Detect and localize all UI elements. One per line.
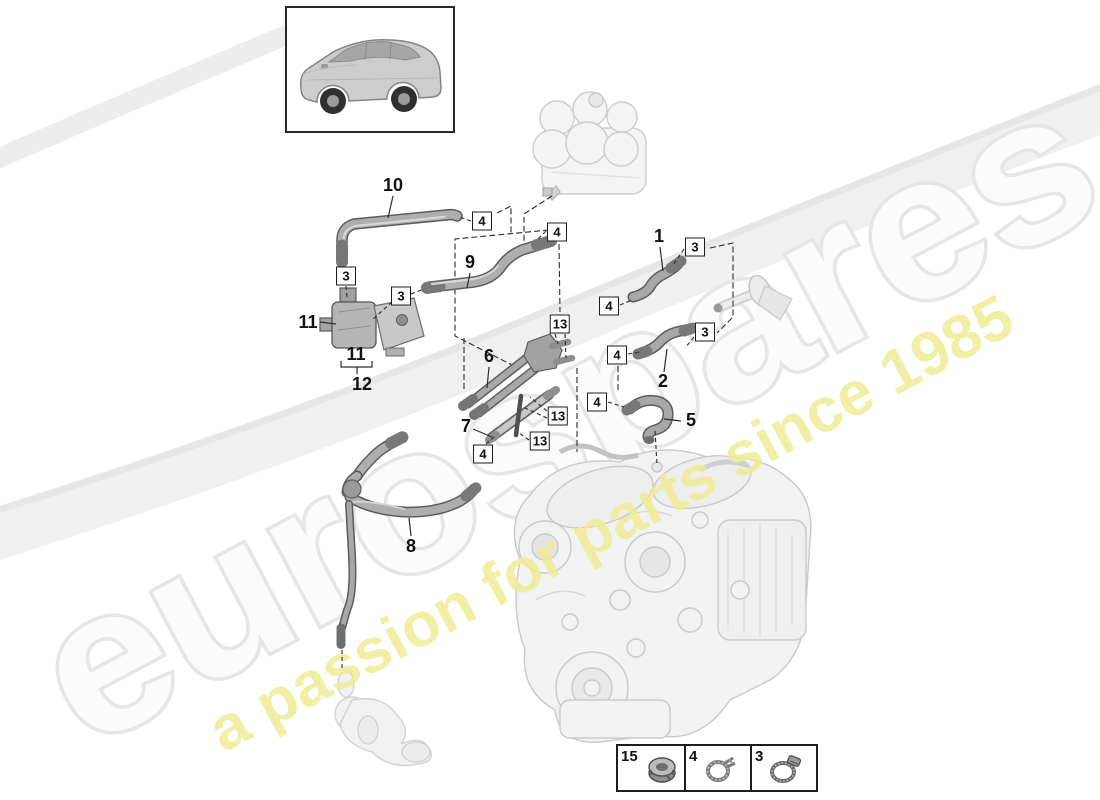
pipe-assembly-6[interactable] <box>458 333 576 420</box>
legend-number: 3 <box>755 748 764 765</box>
legend-cell-3[interactable]: 3 <box>750 746 816 790</box>
hose-5[interactable] <box>621 394 674 444</box>
hose-7[interactable] <box>485 386 560 444</box>
down-pipe-8[interactable] <box>336 500 357 650</box>
callout-9[interactable]: 9 <box>464 252 476 272</box>
callout-6[interactable]: 6 <box>483 346 495 366</box>
flange-nut-icon <box>647 757 676 783</box>
callout-11-bottom[interactable]: 11 <box>346 344 366 364</box>
callout-7[interactable]: 7 <box>460 416 472 436</box>
boxed-callout-13-pipe6-top[interactable]: 13 <box>549 314 571 334</box>
boxed-callout-4-hose10[interactable]: 4 <box>472 211 492 231</box>
boxed-callout-4-hose8[interactable]: 4 <box>473 444 493 464</box>
boxed-callout-4-hose5[interactable]: 4 <box>587 392 607 412</box>
callout-1[interactable]: 1 <box>653 226 665 246</box>
hose-2[interactable] <box>632 322 699 360</box>
boxed-callout-4-hose1[interactable]: 4 <box>599 296 619 316</box>
hose-9[interactable] <box>421 235 557 294</box>
legend-number: 15 <box>621 748 638 765</box>
spring-clamp-icon <box>706 756 737 782</box>
fastener-legend: 15 4 3 <box>616 744 818 792</box>
legend-cell-4[interactable]: 4 <box>684 746 750 790</box>
leader-lines <box>319 195 682 537</box>
hose-10[interactable] <box>336 208 463 268</box>
expansion-tank-illustration <box>532 91 647 202</box>
callout-10[interactable]: 10 <box>382 175 404 195</box>
engine-illustration <box>513 443 812 743</box>
boxed-callout-4-hose2[interactable]: 4 <box>607 345 627 365</box>
callout-12[interactable]: 12 <box>351 374 373 394</box>
boxed-callout-3-hose2-right[interactable]: 3 <box>695 322 715 342</box>
legend-number: 4 <box>689 748 698 765</box>
coolant-pump-part-11[interactable] <box>319 287 425 357</box>
dashed-leader-lines <box>341 216 695 670</box>
callout-11-side[interactable]: 11 <box>298 312 318 332</box>
boxed-callout-13-pipe7-upper[interactable]: 13 <box>547 406 569 426</box>
water-pipe-ghost-illustration <box>334 670 433 767</box>
worm-drive-clamp-icon <box>770 754 802 783</box>
background-swoosh <box>0 15 1100 561</box>
boxed-callout-13-pipe7-lower[interactable]: 13 <box>529 431 551 451</box>
boxed-callout-3-hose9-left[interactable]: 3 <box>391 286 411 306</box>
suv-car-icon <box>299 39 442 114</box>
boxed-callout-4-hose9[interactable]: 4 <box>547 222 567 242</box>
construction-frame-lines <box>454 195 734 452</box>
thermostat-flange-ghost-illustration <box>713 274 793 321</box>
hose-1[interactable] <box>627 255 687 303</box>
callout-8[interactable]: 8 <box>405 536 417 556</box>
boxed-callout-3-pump-top[interactable]: 3 <box>336 266 356 286</box>
hose-8[interactable] <box>341 431 483 518</box>
legend-cell-15[interactable]: 15 <box>618 746 684 790</box>
callout-2[interactable]: 2 <box>657 371 669 391</box>
boxed-callout-3-hose1-right[interactable]: 3 <box>685 237 705 257</box>
vehicle-thumbnail-box <box>285 6 455 133</box>
callout-5[interactable]: 5 <box>685 410 697 430</box>
